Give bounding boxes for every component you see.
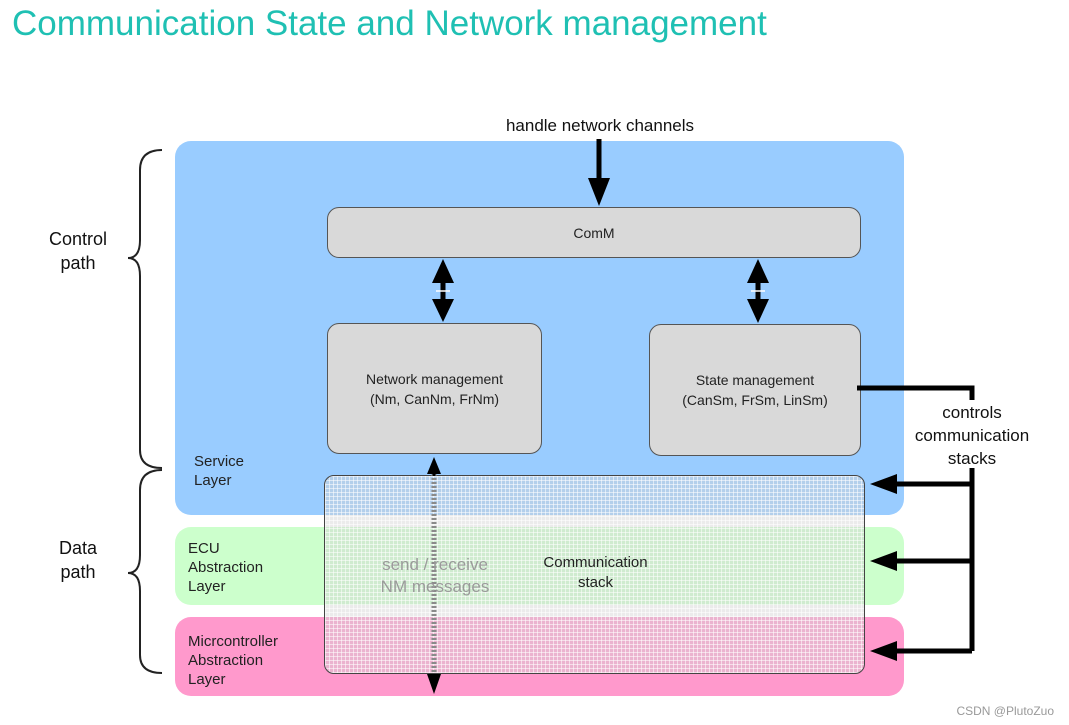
nm-messages-double-arrow — [427, 457, 441, 694]
network-management-box: Network management (Nm, CanNm, FrNm) — [327, 323, 542, 454]
state-management-box: State management (CanSm, FrSm, LinSm) — [649, 324, 861, 456]
controls-communication-stacks-connector — [857, 385, 975, 661]
communication-stack-label: Communication stack — [543, 554, 648, 591]
control-path-brace — [127, 149, 163, 469]
send-receive-nm-messages-label: send / receive NM messages — [380, 555, 490, 596]
control-path-label: Control path — [48, 229, 108, 273]
controls-communication-stacks-label: controls communication stacks — [914, 403, 1030, 468]
communication-stack-box — [324, 475, 865, 674]
comm-nm-double-arrow — [432, 259, 454, 322]
page-title: Communication State and Network manageme… — [12, 4, 767, 43]
comm-sm-double-arrow — [747, 259, 769, 323]
handle-network-channels-label: handle network channels — [505, 116, 695, 135]
data-path-brace — [127, 469, 163, 674]
data-path-label: Data path — [58, 538, 98, 582]
handle-network-channels-arrow — [588, 139, 610, 206]
watermark: CSDN @PlutoZuo — [956, 704, 1054, 718]
ecu-layer-label: ECU Abstraction Layer — [188, 540, 264, 595]
comm-box: ComM — [327, 207, 861, 258]
mcal-layer-label: Micrcontroller Abstraction Layer — [188, 633, 279, 688]
service-layer-label: Service Layer — [194, 453, 245, 489]
